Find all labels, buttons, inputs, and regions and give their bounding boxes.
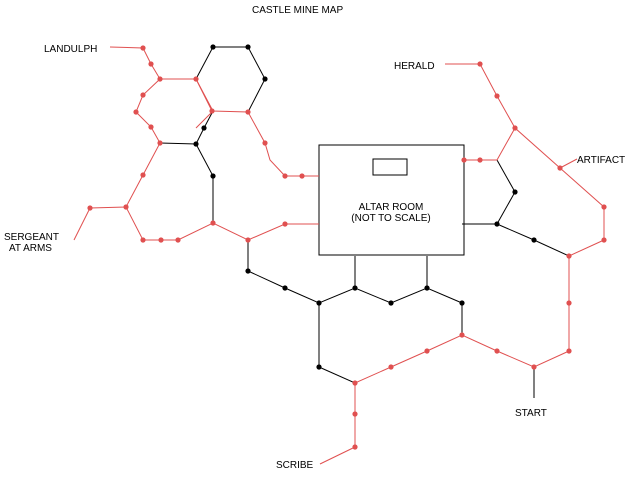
red-junction-dot-10 xyxy=(193,76,199,82)
black-tunnel-path-3 xyxy=(462,159,516,225)
altar xyxy=(372,158,408,176)
red-junction-dot-13 xyxy=(262,140,268,146)
red-junction-dot-15 xyxy=(299,173,305,179)
red-junction-dot-0 xyxy=(140,45,146,51)
red-tunnel-path-3 xyxy=(125,206,319,241)
red-junction-dot-8 xyxy=(123,204,129,210)
red-junction-dot-18 xyxy=(175,237,181,243)
black-junction-dot-9 xyxy=(245,268,251,274)
red-junction-dot-12 xyxy=(245,109,251,115)
artifact-label: ARTIFACT xyxy=(577,155,625,166)
red-tunnel-path-4 xyxy=(319,63,605,465)
junction-dots xyxy=(87,44,607,450)
black-junction-dot-11 xyxy=(316,300,322,306)
altar-room-label: ALTAR ROOM xyxy=(359,202,424,213)
black-junction-dot-14 xyxy=(424,285,430,291)
red-tunnel-path-5 xyxy=(464,127,516,161)
black-junction-dot-7 xyxy=(494,221,500,227)
red-junction-dot-36 xyxy=(424,348,430,354)
start-label: START xyxy=(515,408,547,419)
red-junction-dot-9 xyxy=(87,205,93,211)
sergeant-label-2: AT ARMS xyxy=(9,243,52,254)
red-junction-dot-22 xyxy=(477,61,483,67)
scribe-label: SCRIBE xyxy=(276,460,314,471)
red-junction-dot-25 xyxy=(477,157,483,163)
red-tunnel-path-6 xyxy=(559,158,578,169)
red-junction-dot-26 xyxy=(461,157,467,163)
red-junction-dot-20 xyxy=(245,237,251,243)
red-junction-dot-38 xyxy=(352,380,358,386)
map-title: CASTLE MINE MAP xyxy=(252,5,343,16)
black-tunnel-path-0 xyxy=(195,46,266,113)
landulph-label: LANDULPH xyxy=(44,44,97,55)
black-junction-dot-5 xyxy=(210,173,216,179)
black-junction-dot-10 xyxy=(282,285,288,291)
red-junction-dot-2 xyxy=(157,76,163,82)
black-junction-dot-2 xyxy=(262,76,268,82)
red-junction-dot-16 xyxy=(140,237,146,243)
red-junction-dot-1 xyxy=(148,61,154,67)
black-junction-dot-13 xyxy=(388,300,394,306)
sergeant-label: SERGEANT xyxy=(4,232,59,243)
red-junction-dot-28 xyxy=(601,204,607,210)
black-junction-dot-16 xyxy=(316,364,322,370)
red-junction-dot-31 xyxy=(566,300,572,306)
altar-room-note: (NOT TO SCALE) xyxy=(351,213,430,224)
red-junction-dot-11 xyxy=(209,108,215,114)
red-junction-dot-7 xyxy=(140,172,146,178)
red-junction-dot-23 xyxy=(494,93,500,99)
red-junction-dot-24 xyxy=(512,125,518,131)
black-junction-dot-12 xyxy=(352,285,358,291)
black-junction-dot-15 xyxy=(459,300,465,306)
black-junction-dot-1 xyxy=(245,44,251,50)
herald-label: HERALD xyxy=(394,61,435,72)
altar-room xyxy=(318,144,465,256)
black-tunnel-path-8 xyxy=(318,303,356,384)
red-junction-dot-37 xyxy=(388,364,394,370)
red-junction-dot-33 xyxy=(531,364,537,370)
red-junction-dot-21 xyxy=(282,221,288,227)
black-tunnel-path-1 xyxy=(159,110,214,145)
red-junction-dot-4 xyxy=(133,109,139,115)
black-junction-dot-3 xyxy=(201,125,207,131)
red-junction-dot-17 xyxy=(158,237,164,243)
red-junction-dot-34 xyxy=(494,348,500,354)
red-junction-dot-35 xyxy=(459,332,465,338)
black-junction-dot-8 xyxy=(531,237,537,243)
red-junction-dot-14 xyxy=(282,173,288,179)
red-junction-dot-19 xyxy=(210,220,216,226)
red-tunnel-path-2 xyxy=(195,78,319,177)
red-junction-dot-3 xyxy=(140,92,146,98)
red-tunnel-path-0 xyxy=(73,46,161,241)
red-junction-dot-6 xyxy=(157,140,163,146)
red-junction-dot-29 xyxy=(601,237,607,243)
red-tunnel-path-1 xyxy=(160,78,214,129)
black-junction-dot-4 xyxy=(193,141,199,147)
red-junction-dot-27 xyxy=(557,165,563,171)
red-junction-dot-5 xyxy=(148,124,154,130)
black-tunnel-path-2 xyxy=(195,143,214,223)
red-junction-dot-30 xyxy=(566,253,572,259)
red-junction-dot-32 xyxy=(566,348,572,354)
black-junction-dot-6 xyxy=(512,189,518,195)
red-junction-dot-40 xyxy=(352,444,358,450)
black-junction-dot-0 xyxy=(210,44,216,50)
red-junction-dot-39 xyxy=(352,411,358,417)
